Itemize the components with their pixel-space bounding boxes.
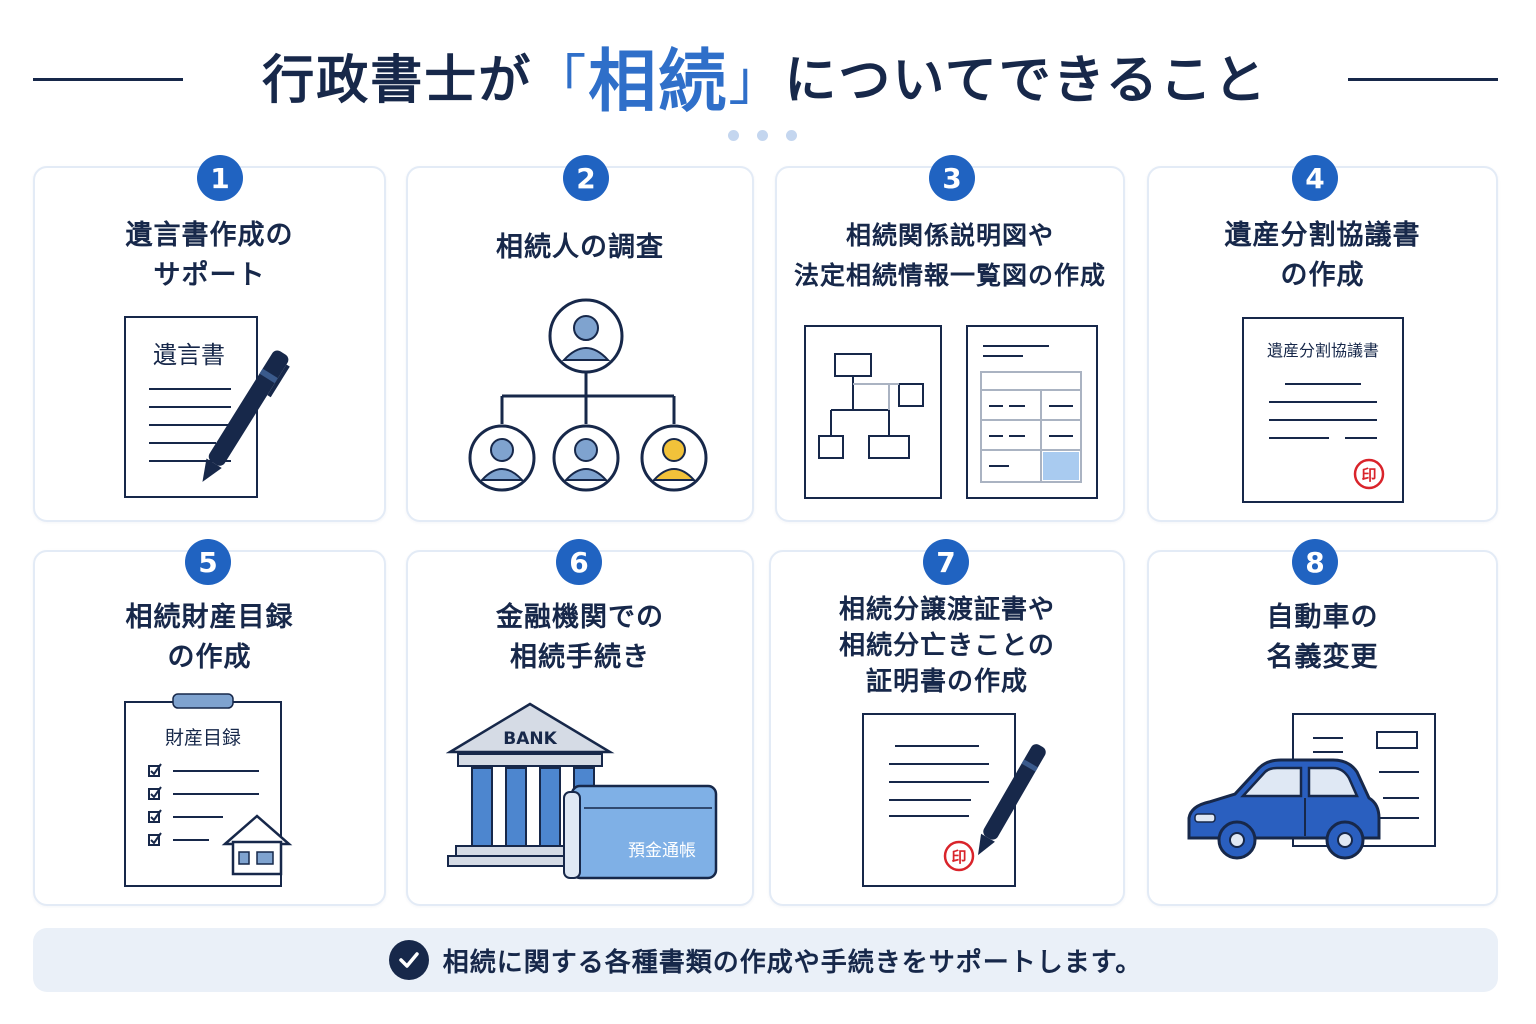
card-title: 相続分譲渡証書や相続分亡きことの証明書の作成 xyxy=(838,595,1055,697)
doc-label: 遺産分割協議書 xyxy=(1267,341,1379,360)
card-division-agreement: 4 遺産分割協議書の作成 遺産分割協議書 印 xyxy=(1147,155,1498,522)
card-title: 遺言書作成のサポート xyxy=(125,220,294,291)
card-number: 2 xyxy=(563,155,609,201)
card-will-support: 1 遺言書作成のサポート 遺言書 xyxy=(33,155,386,522)
card-heir-investigation: 2 相続人の調査 xyxy=(406,155,754,522)
card-relationship-chart: 3 相続関係説明図や法定相続情報一覧図の作成 xyxy=(775,155,1125,522)
footer-banner: 相続に関する各種書類の作成や手続きをサポートします。 xyxy=(33,928,1498,992)
car-icon xyxy=(1187,758,1381,860)
card-number: 7 xyxy=(923,539,969,585)
card-vehicle-name-change: 8 自動車の名義変更 xyxy=(1147,539,1498,906)
title-bracket-close: 」 xyxy=(728,48,785,112)
card-bank-procedures: 6 金融機関での相続手続き BANK 預金通帳 xyxy=(406,539,754,906)
asset-clipboard-house-icon: 財産目録 xyxy=(124,693,293,887)
card-number: 6 xyxy=(556,539,602,585)
decorative-dots xyxy=(728,130,797,141)
card-title: 相続関係説明図や法定相続情報一覧図の作成 xyxy=(793,221,1106,290)
check-circle-icon xyxy=(388,940,429,980)
footer-text: 相続に関する各種書類の作成や手続きをサポートします。 xyxy=(442,947,1143,978)
bank-label: BANK xyxy=(503,729,557,749)
card-number: 8 xyxy=(1292,539,1338,585)
person-icon xyxy=(468,424,536,492)
passbook-label: 預金通帳 xyxy=(628,841,696,861)
title-highlight: 相続 xyxy=(588,42,729,122)
card-number: 3 xyxy=(929,155,975,201)
family-tree-icon xyxy=(468,298,708,492)
title-prefix: 行政書士が xyxy=(262,50,533,111)
certificate-pen-stamp-icon: 印 xyxy=(862,713,1046,887)
doc-label: 財産目録 xyxy=(165,727,241,749)
card-asset-inventory: 5 相続財産目録の作成 財産目録 xyxy=(33,539,386,906)
page-title: 行政書士が 「 相続 」 についてできること xyxy=(190,30,1340,122)
doc-label: 遺言書 xyxy=(153,341,225,369)
stamp-icon: 印 xyxy=(951,848,966,866)
card-share-transfer-certificate: 7 相続分譲渡証書や相続分亡きことの証明書の作成 印 xyxy=(769,539,1125,906)
card-title: 遺産分割協議書の作成 xyxy=(1224,220,1421,291)
car-document-icon xyxy=(1187,713,1436,860)
card-number: 4 xyxy=(1292,155,1338,201)
title-bracket-open: 「 xyxy=(532,48,589,112)
title-suffix: についてできること xyxy=(784,50,1268,111)
agreement-document-stamp-icon: 遺産分割協議書 印 xyxy=(1242,317,1404,503)
card-title: 金融機関での相続手続き xyxy=(496,602,664,673)
person-icon xyxy=(548,298,624,374)
house-icon xyxy=(221,814,293,876)
header-line-right xyxy=(1348,78,1498,81)
card-number: 1 xyxy=(197,155,243,201)
pen-icon xyxy=(978,744,1046,856)
person-icon-highlight xyxy=(640,424,708,492)
card-title: 自動車の名義変更 xyxy=(1266,602,1379,673)
stamp-icon: 印 xyxy=(1361,466,1376,484)
card-title: 相続財産目録の作成 xyxy=(125,602,294,673)
header-line-left xyxy=(33,78,183,81)
card-title: 相続人の調査 xyxy=(496,232,664,263)
card-number: 5 xyxy=(185,539,231,585)
will-document-pen-icon: 遺言書 xyxy=(124,316,290,498)
passbook-icon: 預金通帳 xyxy=(563,784,718,880)
bank-passbook-icon: BANK 預金通帳 xyxy=(446,702,718,880)
relationship-chart-documents-icon xyxy=(804,325,1098,499)
person-icon xyxy=(552,424,620,492)
